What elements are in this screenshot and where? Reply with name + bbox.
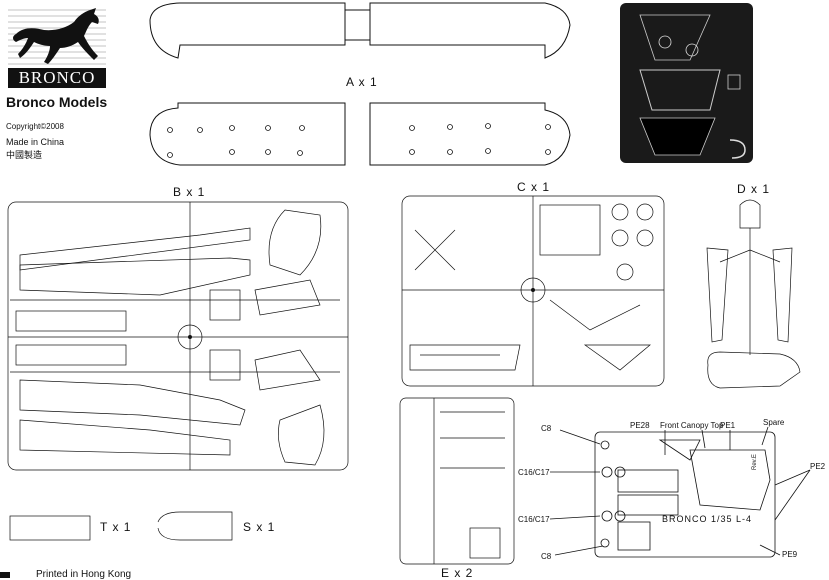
made-in-cn-text: 中國製造 <box>6 150 43 160</box>
sprue-b-label: B x 1 <box>173 185 206 199</box>
callout-c8-top: C8 <box>541 424 552 433</box>
callout-front-canopy-top: Front Canopy Top <box>660 421 724 430</box>
company-name: Bronco Models <box>6 94 108 110</box>
callout-c16-c17-a: C16/C17 <box>518 468 550 477</box>
callout-spare: Spare <box>763 418 785 427</box>
sprue-d-label: D x 1 <box>737 182 771 196</box>
horse-logo-icon <box>8 8 106 65</box>
callout-pe2: PE2 <box>810 462 826 471</box>
made-in-text: Made in China <box>6 137 65 147</box>
callout-c8-bottom: C8 <box>541 552 552 561</box>
copyright-text: Copyright©2008 <box>6 122 64 131</box>
sprue-c-label: C x 1 <box>517 180 551 194</box>
sprue-a-label: A x 1 <box>346 75 378 89</box>
printed-text: Printed in Hong Kong <box>36 569 132 580</box>
sprue-s-label: S x 1 <box>243 520 276 534</box>
fret-rev: Rev.E <box>752 454 758 470</box>
callout-pe1: PE1 <box>720 421 736 430</box>
callout-pe28: PE28 <box>630 421 650 430</box>
callout-c16-c17-b: C16/C17 <box>518 515 550 524</box>
sprue-e-label: E x 2 <box>441 566 474 580</box>
fret-text: BRONCO 1/35 L-4 <box>662 514 753 524</box>
logo-block: BRONCO Bronco Models Copyright©2008 Made… <box>6 4 116 164</box>
sprue-t-label: T x 1 <box>100 520 132 534</box>
brand-wordmark: BRONCO <box>8 68 106 88</box>
callout-pe9: PE9 <box>782 550 798 559</box>
